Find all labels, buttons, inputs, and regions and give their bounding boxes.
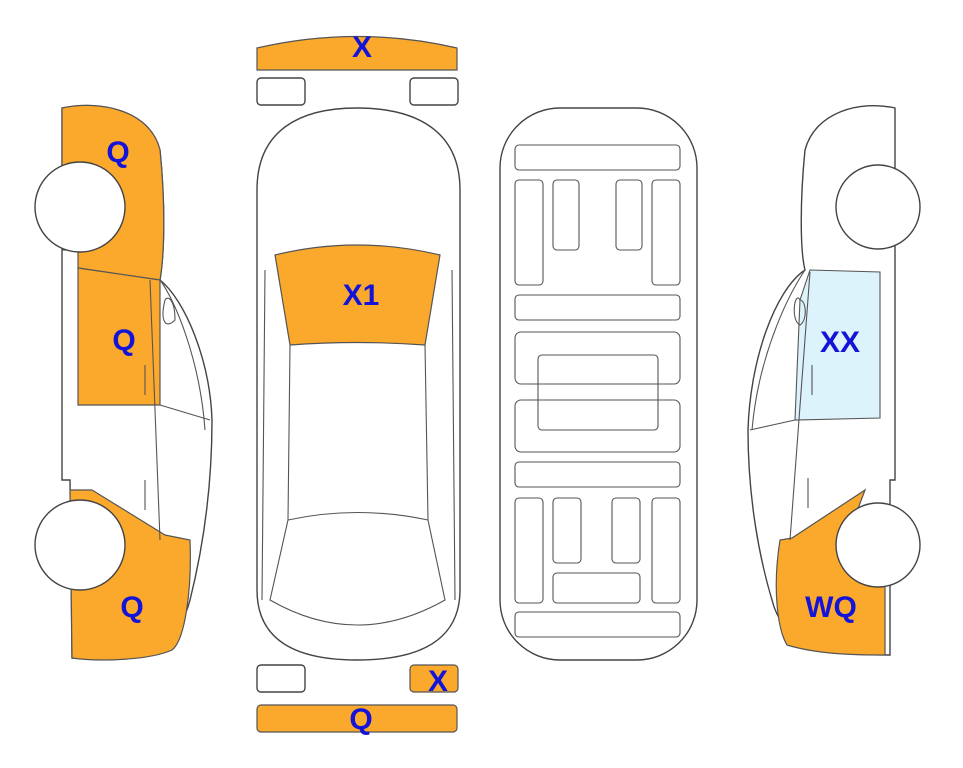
- right-front-wheel: [835, 164, 921, 250]
- left-rear-wheel: [34, 499, 126, 591]
- label-right-rear-fender: WQ: [805, 591, 857, 624]
- rear-right-light[interactable]: [409, 664, 459, 693]
- front-left-light[interactable]: [256, 77, 306, 106]
- right-side-view: XX WQ: [747, 104, 921, 656]
- label-rear-bumper: Q: [349, 703, 372, 736]
- label-left-front-fender: Q: [106, 136, 129, 169]
- top-view: X X1 X Q: [256, 31, 461, 736]
- label-left-rear-fender: Q: [120, 591, 143, 624]
- label-left-front-door: Q: [112, 324, 135, 357]
- front-right-light[interactable]: [409, 77, 459, 106]
- left-side-view: Q Q Q: [34, 104, 213, 661]
- front-bumper[interactable]: [256, 35, 458, 71]
- underside-view: [499, 107, 698, 661]
- label-right-front-door: XX: [820, 326, 860, 359]
- right-rear-wheel: [835, 502, 921, 588]
- label-front-bumper: X: [352, 31, 372, 64]
- right-front-door[interactable]: [794, 269, 881, 421]
- label-rear-right-light: X: [428, 665, 448, 698]
- rear-left-light[interactable]: [256, 664, 306, 693]
- rear-bumper[interactable]: [256, 704, 458, 733]
- windshield[interactable]: [274, 244, 441, 346]
- left-front-wheel: [34, 161, 126, 253]
- label-windshield: X1: [343, 279, 380, 312]
